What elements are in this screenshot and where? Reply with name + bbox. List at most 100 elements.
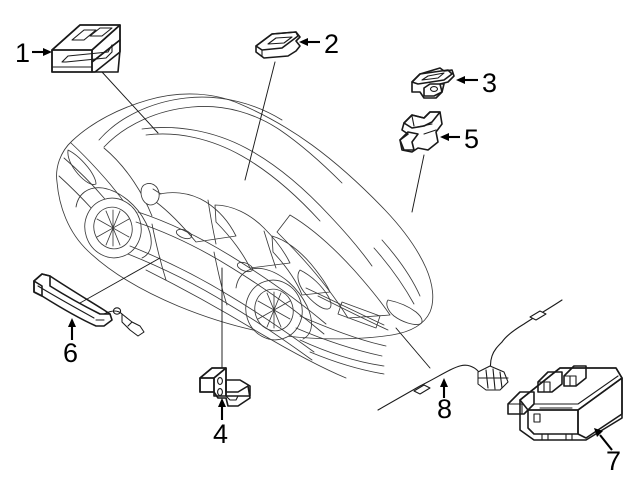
headlight-outline	[67, 149, 97, 185]
quarter-window	[271, 235, 331, 296]
windshield-pillar	[103, 147, 153, 217]
part-7-electronic-control-unit[interactable]	[507, 365, 623, 441]
tailgate-seam	[305, 287, 385, 326]
vehicle-body-outline	[56, 93, 434, 340]
taillight-right	[386, 299, 423, 325]
rear-bumper-upper	[299, 315, 387, 347]
rear-wheel-rim	[254, 288, 294, 332]
front-wheel-arch	[75, 187, 152, 259]
harness-connector-plug	[121, 313, 145, 337]
license-plate-recess	[337, 301, 381, 329]
bracket-hole-upper	[217, 377, 223, 385]
front-wheel-rim	[93, 206, 133, 250]
callout-5[interactable]: 5	[440, 124, 479, 154]
harness-grommet	[112, 307, 122, 315]
t-bracket-slot	[421, 72, 445, 81]
door-handle-front	[175, 228, 193, 240]
taillight-left	[297, 269, 332, 310]
ecu-right-face	[577, 377, 623, 439]
front-door-window	[151, 192, 237, 243]
wedge-body	[255, 31, 301, 59]
roof-upper-curve	[98, 96, 283, 141]
callout-4[interactable]: 4	[213, 398, 228, 449]
rocker-crease-lower	[127, 253, 313, 361]
beltline-lower	[135, 221, 325, 335]
t-bracket-foot	[423, 83, 445, 97]
coax-cable-bend-lower	[449, 364, 483, 379]
module-connector-slot-a	[71, 29, 97, 41]
coax-ferrite-upper	[529, 310, 547, 321]
t-bracket-top-arm	[411, 69, 453, 85]
c-pillar	[263, 230, 277, 269]
wedge-label-recess	[267, 36, 293, 45]
coax-cable-upper-run	[501, 299, 563, 343]
roof-rail-left	[145, 133, 321, 222]
leader-part-1	[101, 71, 159, 134]
part-6-rocker-panel-antenna-harness[interactable]	[33, 273, 145, 337]
roof-ridge-line	[103, 106, 343, 184]
harness-connector-face	[127, 321, 133, 327]
callout-1-arrow-head	[43, 48, 52, 56]
callout-6[interactable]: 6	[63, 318, 78, 368]
callout-1[interactable]: 1	[15, 38, 52, 68]
ecu-connector-port-left-face	[507, 403, 523, 415]
module-box-right-edge	[91, 39, 121, 73]
rear-door-window	[214, 204, 291, 269]
callout-3[interactable]: 3	[456, 68, 497, 98]
ecu-front-face	[527, 409, 579, 435]
callout-5-number: 5	[464, 124, 479, 154]
ecu-connector-port-left	[507, 391, 535, 415]
callout-2[interactable]: 2	[299, 29, 339, 59]
callout-6-number: 6	[63, 338, 78, 368]
module-face-recess	[61, 44, 113, 63]
ecu-connector-port-top-b-face	[563, 375, 577, 387]
b-pillar	[207, 199, 217, 245]
rear-door-seam	[213, 251, 228, 306]
rear-wheel-arch	[235, 267, 312, 340]
cross-module-crease	[411, 123, 433, 129]
callout-7-arrow-shaft	[599, 434, 613, 451]
rear-diffuser	[299, 339, 385, 367]
door-handle-rear	[236, 261, 254, 273]
part-3-antenna-amplifier-bracket[interactable]	[411, 67, 455, 99]
bracket-front-face	[199, 377, 215, 393]
leader-part-5	[411, 154, 425, 213]
callout-3-arrow-head	[456, 76, 465, 84]
callout-2-arrow-head	[299, 38, 308, 46]
part-2-sensor-wedge-module[interactable]	[255, 31, 301, 59]
ecu-side-vent-slot	[533, 413, 541, 423]
ecu-connector-port-top-b	[563, 365, 587, 387]
front-door-seam	[151, 223, 167, 281]
ecu-connector-port-top-a-face	[537, 381, 551, 393]
callout-4-arrow-head	[218, 398, 226, 407]
callout-4-number: 4	[213, 419, 228, 449]
coax-cable-lower-run	[377, 369, 451, 411]
leader-part-2	[244, 61, 276, 181]
cross-module-left-wing	[399, 131, 419, 151]
cross-module-front-shade	[423, 129, 437, 135]
leader-part-8	[395, 327, 431, 369]
rocker-antenna-end-tab	[33, 280, 43, 297]
module-connector-slot-b	[89, 27, 113, 37]
callout-1-number: 1	[15, 38, 30, 68]
callout-3-number: 3	[482, 68, 497, 98]
coax-connector-ribs	[485, 368, 503, 390]
part-5-cross-shaped-sensor-module[interactable]	[399, 111, 443, 153]
rear-valance	[309, 351, 385, 375]
bracket-plate-body	[199, 367, 251, 407]
callout-8[interactable]: 8	[437, 378, 452, 424]
part-1-control-module-box[interactable]	[51, 24, 121, 73]
lower-rocker-skirt	[145, 269, 347, 379]
cross-module-notch	[411, 115, 415, 127]
coax-ferrite-lower	[413, 384, 431, 395]
rocker-antenna-body	[33, 273, 113, 327]
callout-7[interactable]: 7	[594, 428, 621, 476]
leader-lines-group	[79, 61, 431, 369]
rear-hatch-glass	[276, 214, 391, 319]
part-4-mounting-bracket-plate[interactable]	[199, 367, 251, 407]
part-8-antenna-coaxial-cable[interactable]	[377, 299, 563, 411]
ecu-connector-port-top-a	[537, 371, 563, 393]
leader-part-6	[79, 257, 161, 304]
